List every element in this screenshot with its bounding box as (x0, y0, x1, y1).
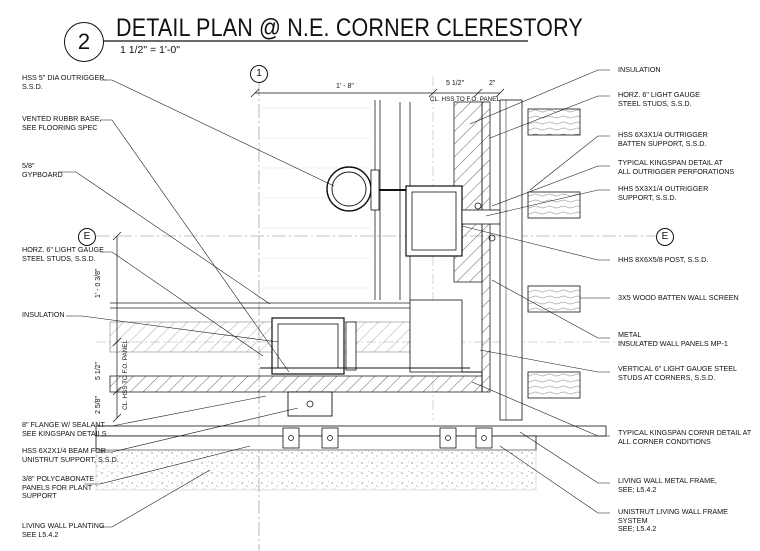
right-leader-lines (461, 69, 610, 514)
background-hatch (262, 107, 370, 289)
unistrut-frame (95, 435, 537, 451)
metal-wall-panel-horizontal (109, 375, 483, 393)
dim-top-cl-note: CL. HSS TO F.O. PANEL (430, 96, 500, 103)
grid-bubble-e-left: E (78, 228, 96, 246)
dim-top-left: 1' - 8" (336, 83, 354, 90)
bolt-1 (488, 234, 496, 242)
hss-beam-unistrut (287, 391, 333, 417)
outrigger-support (461, 209, 503, 225)
side-dimension-line (112, 231, 122, 423)
dim-top-right: 2" (489, 80, 496, 87)
round-hss-inner (331, 171, 367, 207)
note-post: HHS 8x6x5/8 POST, S.S.D. (618, 255, 709, 264)
note-gypboard: 5/8"GYPBOARD (22, 161, 63, 179)
drawing-title: DETAIL PLAN @ N.E. CORNER CLERESTORY (116, 14, 583, 42)
bolt-2 (474, 202, 482, 210)
dim-side-1: 1' - 0 3/8" (95, 268, 102, 298)
horizontal-insulation (109, 321, 411, 353)
living-wall-planting (95, 449, 537, 491)
grid-bubble-1: 1 (250, 65, 268, 83)
top-dimension-line (250, 88, 505, 98)
grid-bubble-e-right: E (656, 228, 674, 246)
dim-side-cl-note: CL. HSS TO F.O. PANEL (122, 340, 129, 410)
outrigger-plate (370, 169, 380, 211)
note-living-wall-frame: LIVING WALL METAL FRAME,SEE; L5.4.2 (618, 476, 717, 494)
hss-beam (271, 317, 345, 375)
drawing-scale: 1 1/2" = 1'-0" (120, 44, 180, 56)
dim-side-2: 5 1/2" (95, 361, 102, 380)
corner-stud (409, 299, 463, 373)
dim-side-3: 2 5/8" (95, 395, 102, 414)
note-batten-screen: 3X5 WOOD BATTEN WALL SCREEN (618, 293, 739, 302)
note-insulation-left: INSULATION (22, 310, 65, 319)
corner-trim (462, 371, 483, 392)
detail-number-bubble: 2 (64, 22, 104, 62)
metal-wall-panel-vertical (481, 101, 491, 393)
beam-plate (345, 321, 357, 371)
unistrut-bolts (288, 435, 487, 441)
hss-post (405, 185, 463, 257)
note-rubber-base: VENTED RUBBR BASE,SEE FLOORING SPEC (22, 114, 102, 132)
vertical-living-frame (499, 99, 523, 421)
bolt-3 (306, 400, 314, 408)
round-hss-outrigger (326, 166, 372, 212)
left-leader-lines (58, 79, 335, 528)
unistrut-clips (282, 427, 493, 449)
dim-top-center: 5 1/2" (446, 80, 465, 87)
wood-battens (527, 108, 581, 399)
hss-post-inner (411, 191, 457, 251)
living-wall-frame (95, 425, 607, 437)
note-hss-outrigger: HSS 5" DIA OUTRIGGER,S.S.D. (22, 73, 107, 91)
note-insulation-right: INSULATION (618, 65, 661, 74)
